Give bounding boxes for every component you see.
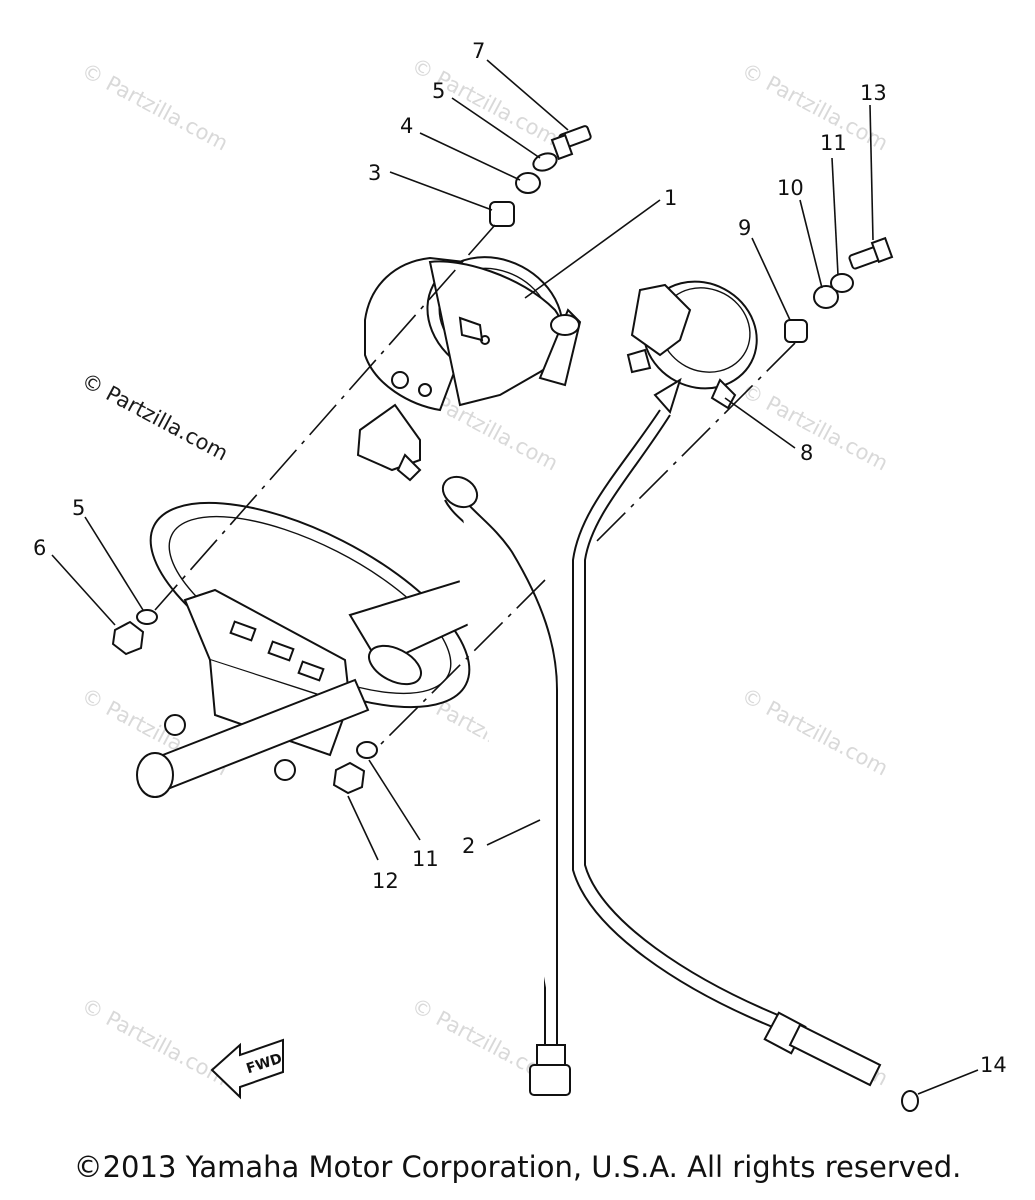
callout-4: 4 bbox=[400, 114, 413, 138]
watermark: © Partzilla.com bbox=[78, 58, 232, 155]
watermark: © Partzilla.com bbox=[738, 58, 892, 155]
callout-11-lower: 11 bbox=[412, 847, 439, 871]
callout-1: 1 bbox=[664, 186, 677, 210]
leader-lines bbox=[51, 59, 979, 1095]
callout-8: 8 bbox=[800, 441, 813, 465]
diagram-canvas: © Partzilla.com © Partzilla.com © Partzi… bbox=[33, 39, 1007, 1112]
callout-14: 14 bbox=[980, 1053, 1007, 1077]
steering-assembly bbox=[136, 501, 501, 798]
callout-2: 2 bbox=[462, 834, 475, 858]
gauge-8 bbox=[626, 280, 758, 414]
callout-12: 12 bbox=[372, 869, 399, 893]
callout-3: 3 bbox=[368, 161, 381, 185]
callout-9: 9 bbox=[738, 216, 751, 240]
callout-13: 13 bbox=[860, 81, 887, 105]
watermark: © Partzilla.com bbox=[78, 993, 232, 1090]
callout-5: 5 bbox=[432, 79, 445, 103]
callout-11: 11 bbox=[820, 131, 847, 155]
gauge-1 bbox=[356, 256, 582, 482]
callout-7: 7 bbox=[472, 39, 485, 63]
watermark: © Partzilla.com bbox=[738, 683, 892, 780]
callout-numbers: 7 5 4 3 1 13 11 10 9 8 5 6 12 11 2 14 bbox=[33, 39, 1007, 1077]
watermark: © Partzilla.com bbox=[738, 378, 892, 475]
callout-5-lower: 5 bbox=[72, 496, 85, 520]
cable-8 bbox=[572, 409, 882, 1087]
callout-10: 10 bbox=[777, 176, 804, 200]
copyright-notice: ©2013 Yamaha Motor Corporation, U.S.A. A… bbox=[73, 1150, 962, 1184]
cable-2 bbox=[441, 475, 571, 1096]
callout-6: 6 bbox=[33, 536, 46, 560]
watermark: © Partzilla.com bbox=[408, 53, 562, 150]
fwd-arrow: FWD bbox=[210, 1038, 284, 1100]
watermark-bold: © Partzilla.com bbox=[78, 368, 232, 465]
